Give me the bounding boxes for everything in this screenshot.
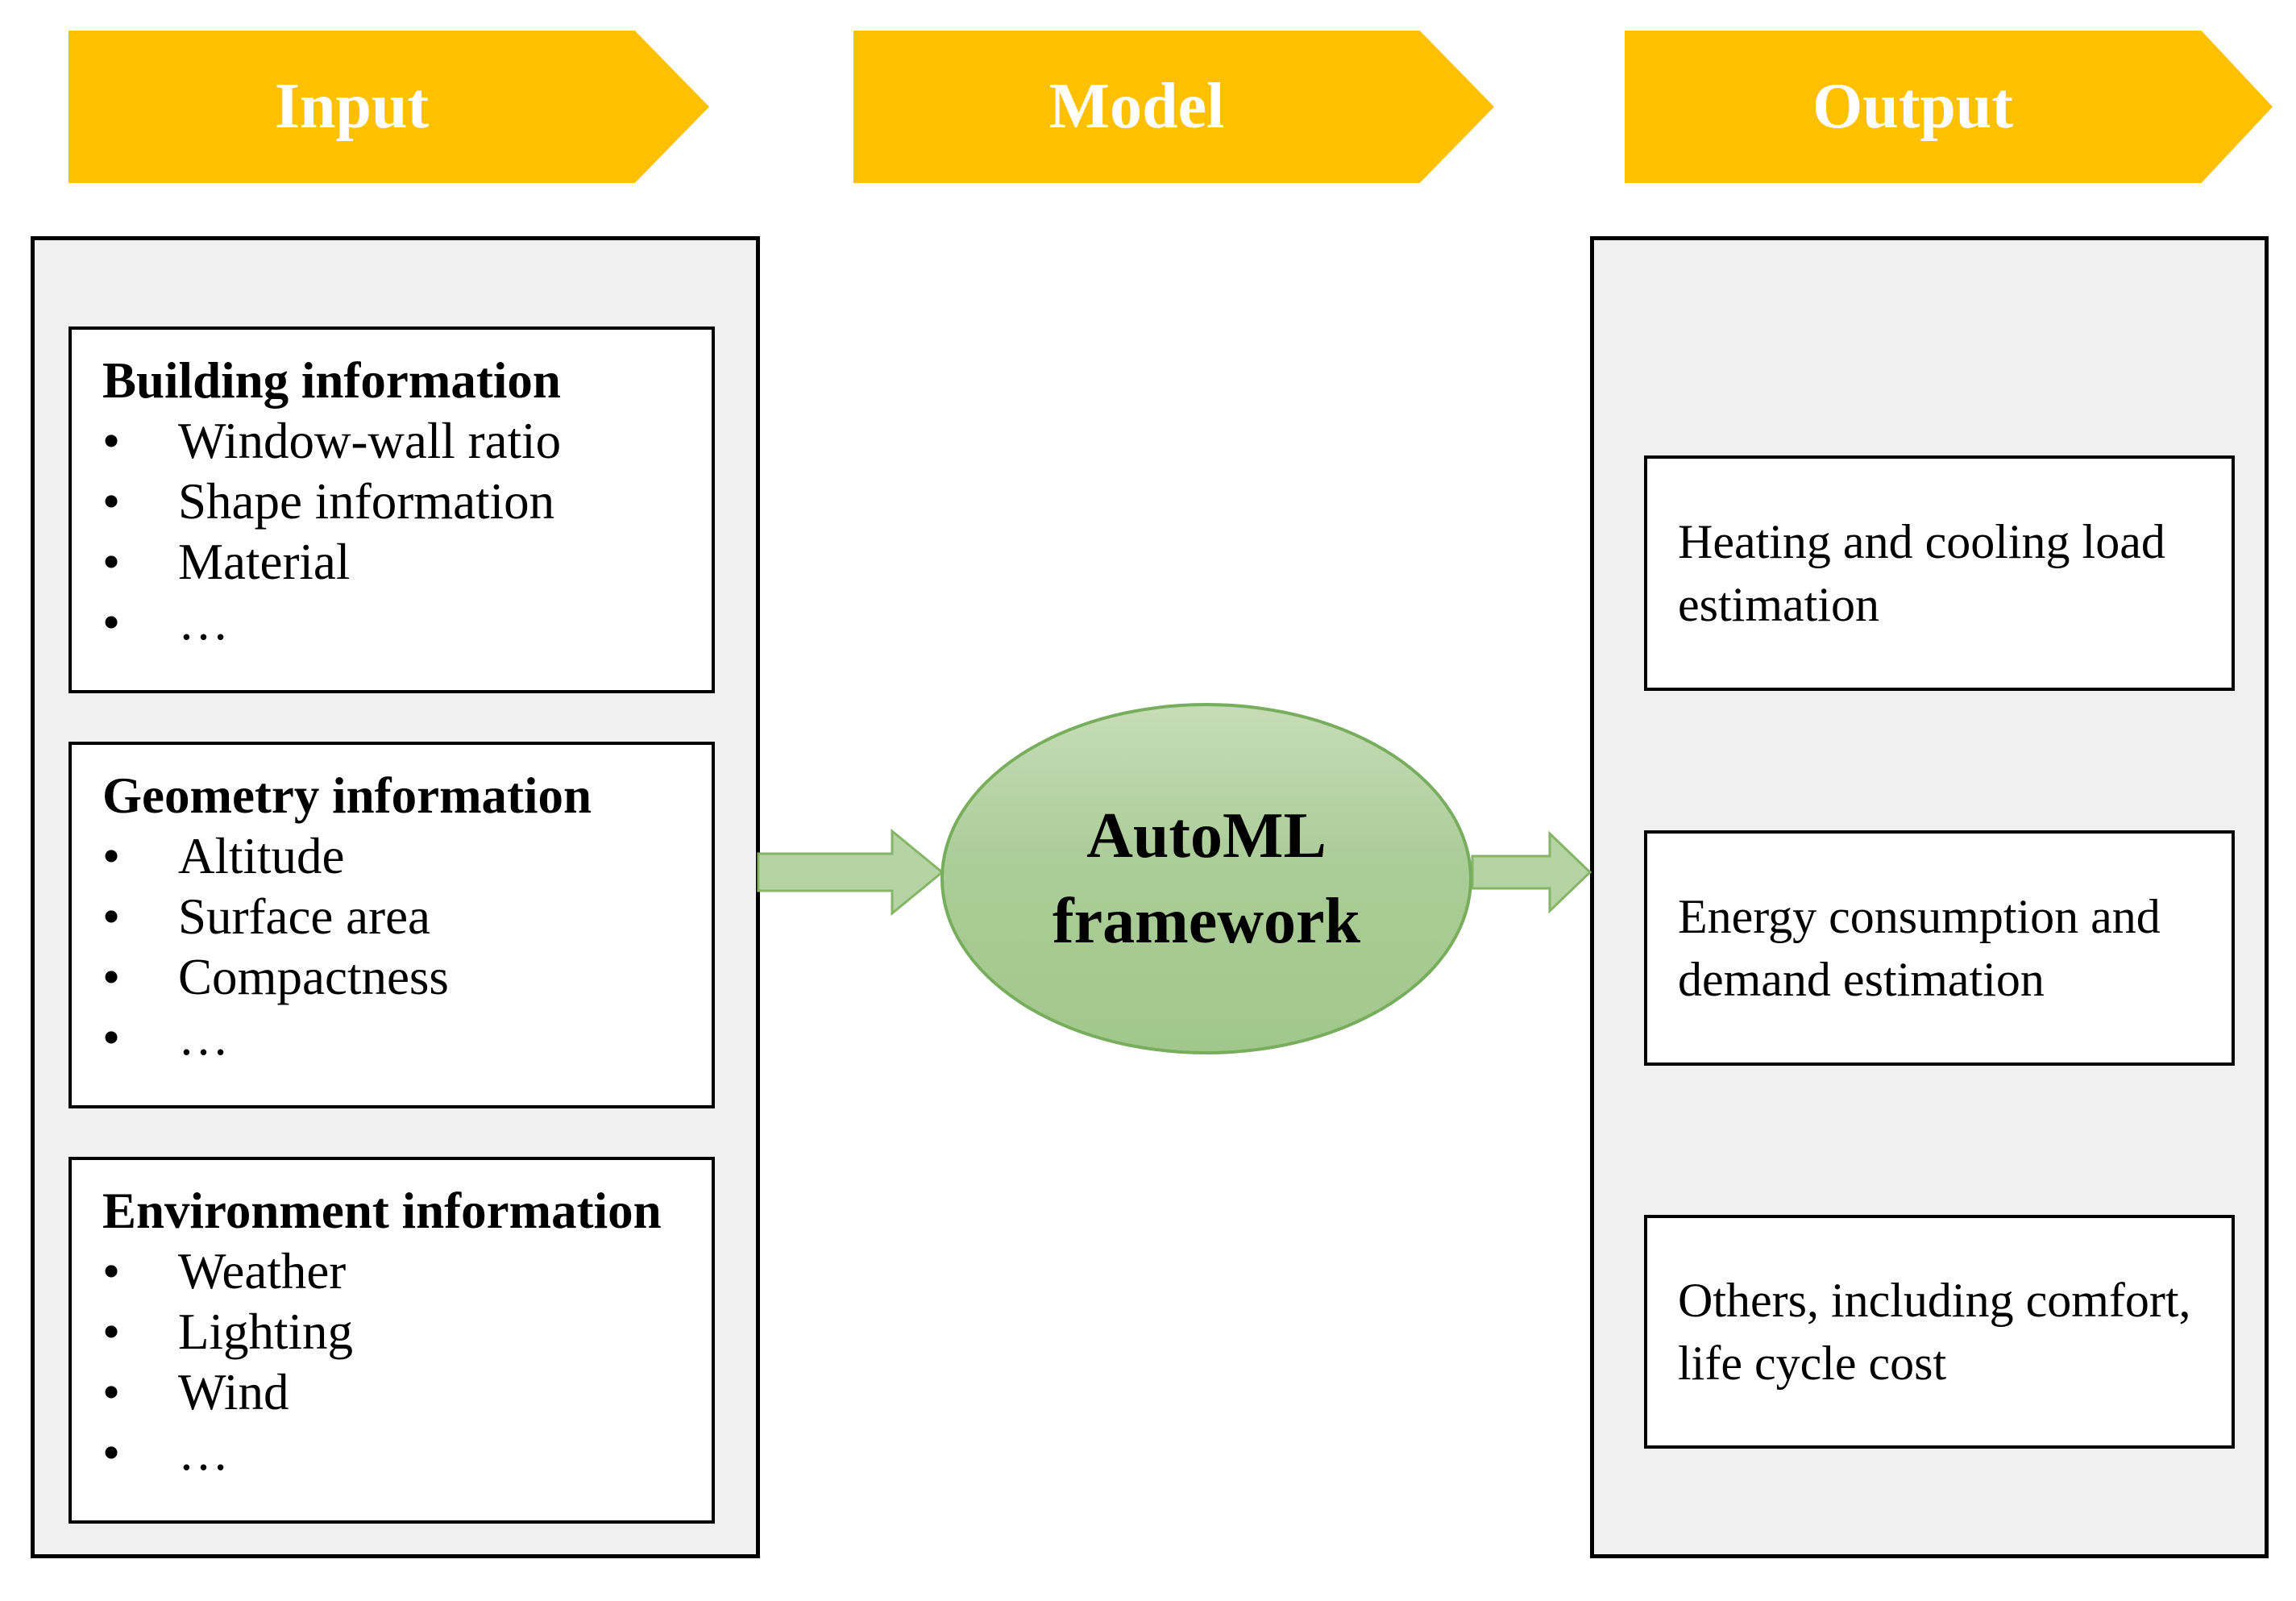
building-information-box: Building information • Window-wall ratio… bbox=[69, 326, 715, 693]
list-item-label: Window-wall ratio bbox=[178, 413, 562, 469]
model-to-output-arrow bbox=[1471, 830, 1592, 914]
bullet-icon: • bbox=[102, 828, 121, 884]
bullet-icon: • bbox=[102, 888, 121, 945]
bullet-icon: • bbox=[102, 1304, 121, 1360]
list-item: • Material bbox=[102, 532, 695, 593]
list-item-label: Wind bbox=[178, 1364, 289, 1420]
bullet-icon: • bbox=[102, 1009, 121, 1066]
output-stage-label: Output bbox=[1812, 71, 2013, 142]
bullet-icon: • bbox=[102, 1364, 121, 1420]
list-item: • Compactness bbox=[102, 947, 695, 1008]
bullet-icon: • bbox=[102, 1243, 121, 1300]
input-to-model-arrow bbox=[757, 828, 945, 917]
list-item-label: … bbox=[178, 1424, 229, 1481]
list-item: • Surface area bbox=[102, 887, 695, 947]
heating-cooling-load-box: Heating and cooling load estimation bbox=[1644, 455, 2235, 691]
others-comfort-lifecycle-box: Others, including comfort, life cycle co… bbox=[1644, 1215, 2235, 1449]
model-stage-banner: Model bbox=[853, 31, 1494, 183]
bullet-icon: • bbox=[102, 473, 121, 530]
list-item: • Weather bbox=[102, 1241, 695, 1302]
list-item: • Lighting bbox=[102, 1302, 695, 1362]
list-item-label: Material bbox=[178, 534, 351, 590]
list-item: • … bbox=[102, 1008, 695, 1068]
output-box-label: Heating and cooling load estimation bbox=[1678, 515, 2165, 631]
list-item-label: … bbox=[178, 1009, 229, 1066]
geometry-information-title: Geometry information bbox=[102, 767, 592, 824]
automl-framework-label-line2: framework bbox=[1052, 886, 1361, 957]
list-item-label: Surface area bbox=[178, 888, 431, 945]
automl-framework-label-line1: AutoML bbox=[1086, 800, 1327, 871]
model-stage-label: Model bbox=[1048, 71, 1225, 142]
right-arrow-icon bbox=[757, 828, 945, 917]
list-item-label: … bbox=[178, 594, 229, 651]
energy-consumption-demand-box: Energy consumption and demand estimation bbox=[1644, 830, 2235, 1066]
input-stage-label: Input bbox=[274, 71, 430, 142]
automl-framework-ellipse: AutoML framework bbox=[940, 703, 1472, 1054]
output-box-label: Others, including comfort, life cycle co… bbox=[1678, 1274, 2191, 1390]
list-item: • Shape information bbox=[102, 472, 695, 532]
input-stage-banner: Input bbox=[69, 31, 709, 183]
bullet-icon: • bbox=[102, 949, 121, 1005]
list-item-label: Shape information bbox=[178, 473, 555, 530]
bullet-icon: • bbox=[102, 413, 121, 469]
output-box-label: Energy consumption and demand estimation bbox=[1678, 890, 2161, 1006]
list-item: • Window-wall ratio bbox=[102, 411, 695, 472]
environment-information-box: Environment information • Weather • Ligh… bbox=[69, 1157, 715, 1524]
list-item: • … bbox=[102, 593, 695, 653]
list-item: • Altitude bbox=[102, 826, 695, 887]
environment-information-title: Environment information bbox=[102, 1183, 662, 1239]
bullet-icon: • bbox=[102, 594, 121, 651]
output-stage-banner: Output bbox=[1625, 31, 2273, 183]
bullet-icon: • bbox=[102, 1424, 121, 1481]
list-item-label: Weather bbox=[178, 1243, 347, 1300]
bullet-icon: • bbox=[102, 534, 121, 590]
list-item-label: Altitude bbox=[178, 828, 345, 884]
list-item: • Wind bbox=[102, 1362, 695, 1423]
list-item-label: Lighting bbox=[178, 1304, 353, 1360]
right-arrow-icon bbox=[1471, 830, 1592, 914]
list-item-label: Compactness bbox=[178, 949, 449, 1005]
geometry-information-box: Geometry information • Altitude • Surfac… bbox=[69, 742, 715, 1108]
building-information-title: Building information bbox=[102, 352, 561, 409]
list-item: • … bbox=[102, 1423, 695, 1483]
